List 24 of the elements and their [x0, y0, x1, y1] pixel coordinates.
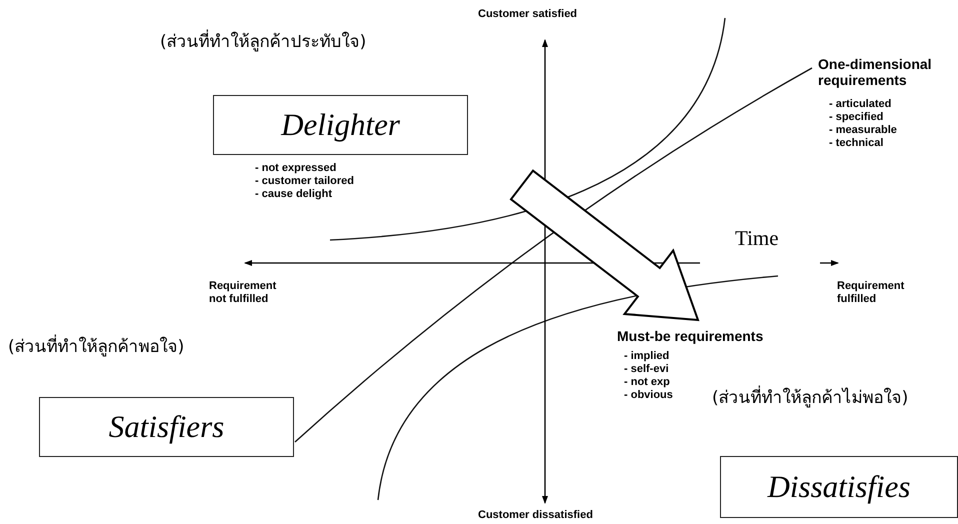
attribute-text: - cause delight [255, 188, 332, 201]
category-title: Delighter [281, 107, 400, 143]
attribute-text: - not expressed [255, 162, 336, 175]
attribute-text: - articulated [829, 98, 892, 111]
attribute-text: - specified [829, 111, 884, 124]
attribute-text: - implied [624, 350, 670, 363]
category-box [213, 95, 468, 155]
category-box [39, 397, 294, 457]
attribute-text: - measurable [829, 124, 897, 137]
category-title: Dissatisfies [768, 469, 910, 505]
attribute-text: - technical [829, 137, 884, 150]
category-title: Satisfiers [108, 409, 224, 445]
axis-label: Requirement not fulfilled [209, 280, 278, 306]
curve-label: Must-be requirements [617, 328, 764, 344]
category-box [720, 456, 958, 518]
axis-label: Requirement fulfilled [837, 280, 906, 306]
attribute-text: - not exp [624, 376, 670, 389]
axis-label: Customer dissatisfied [478, 509, 593, 522]
attribute-text: - self-evi [624, 363, 669, 376]
axis-label: Time [735, 226, 779, 250]
attribute-text: - obvious [624, 389, 673, 402]
attribute-text: - customer tailored [255, 175, 354, 188]
curve-label: One-dimensional requirements [818, 56, 933, 88]
axis-label: Customer satisfied [478, 8, 578, 21]
